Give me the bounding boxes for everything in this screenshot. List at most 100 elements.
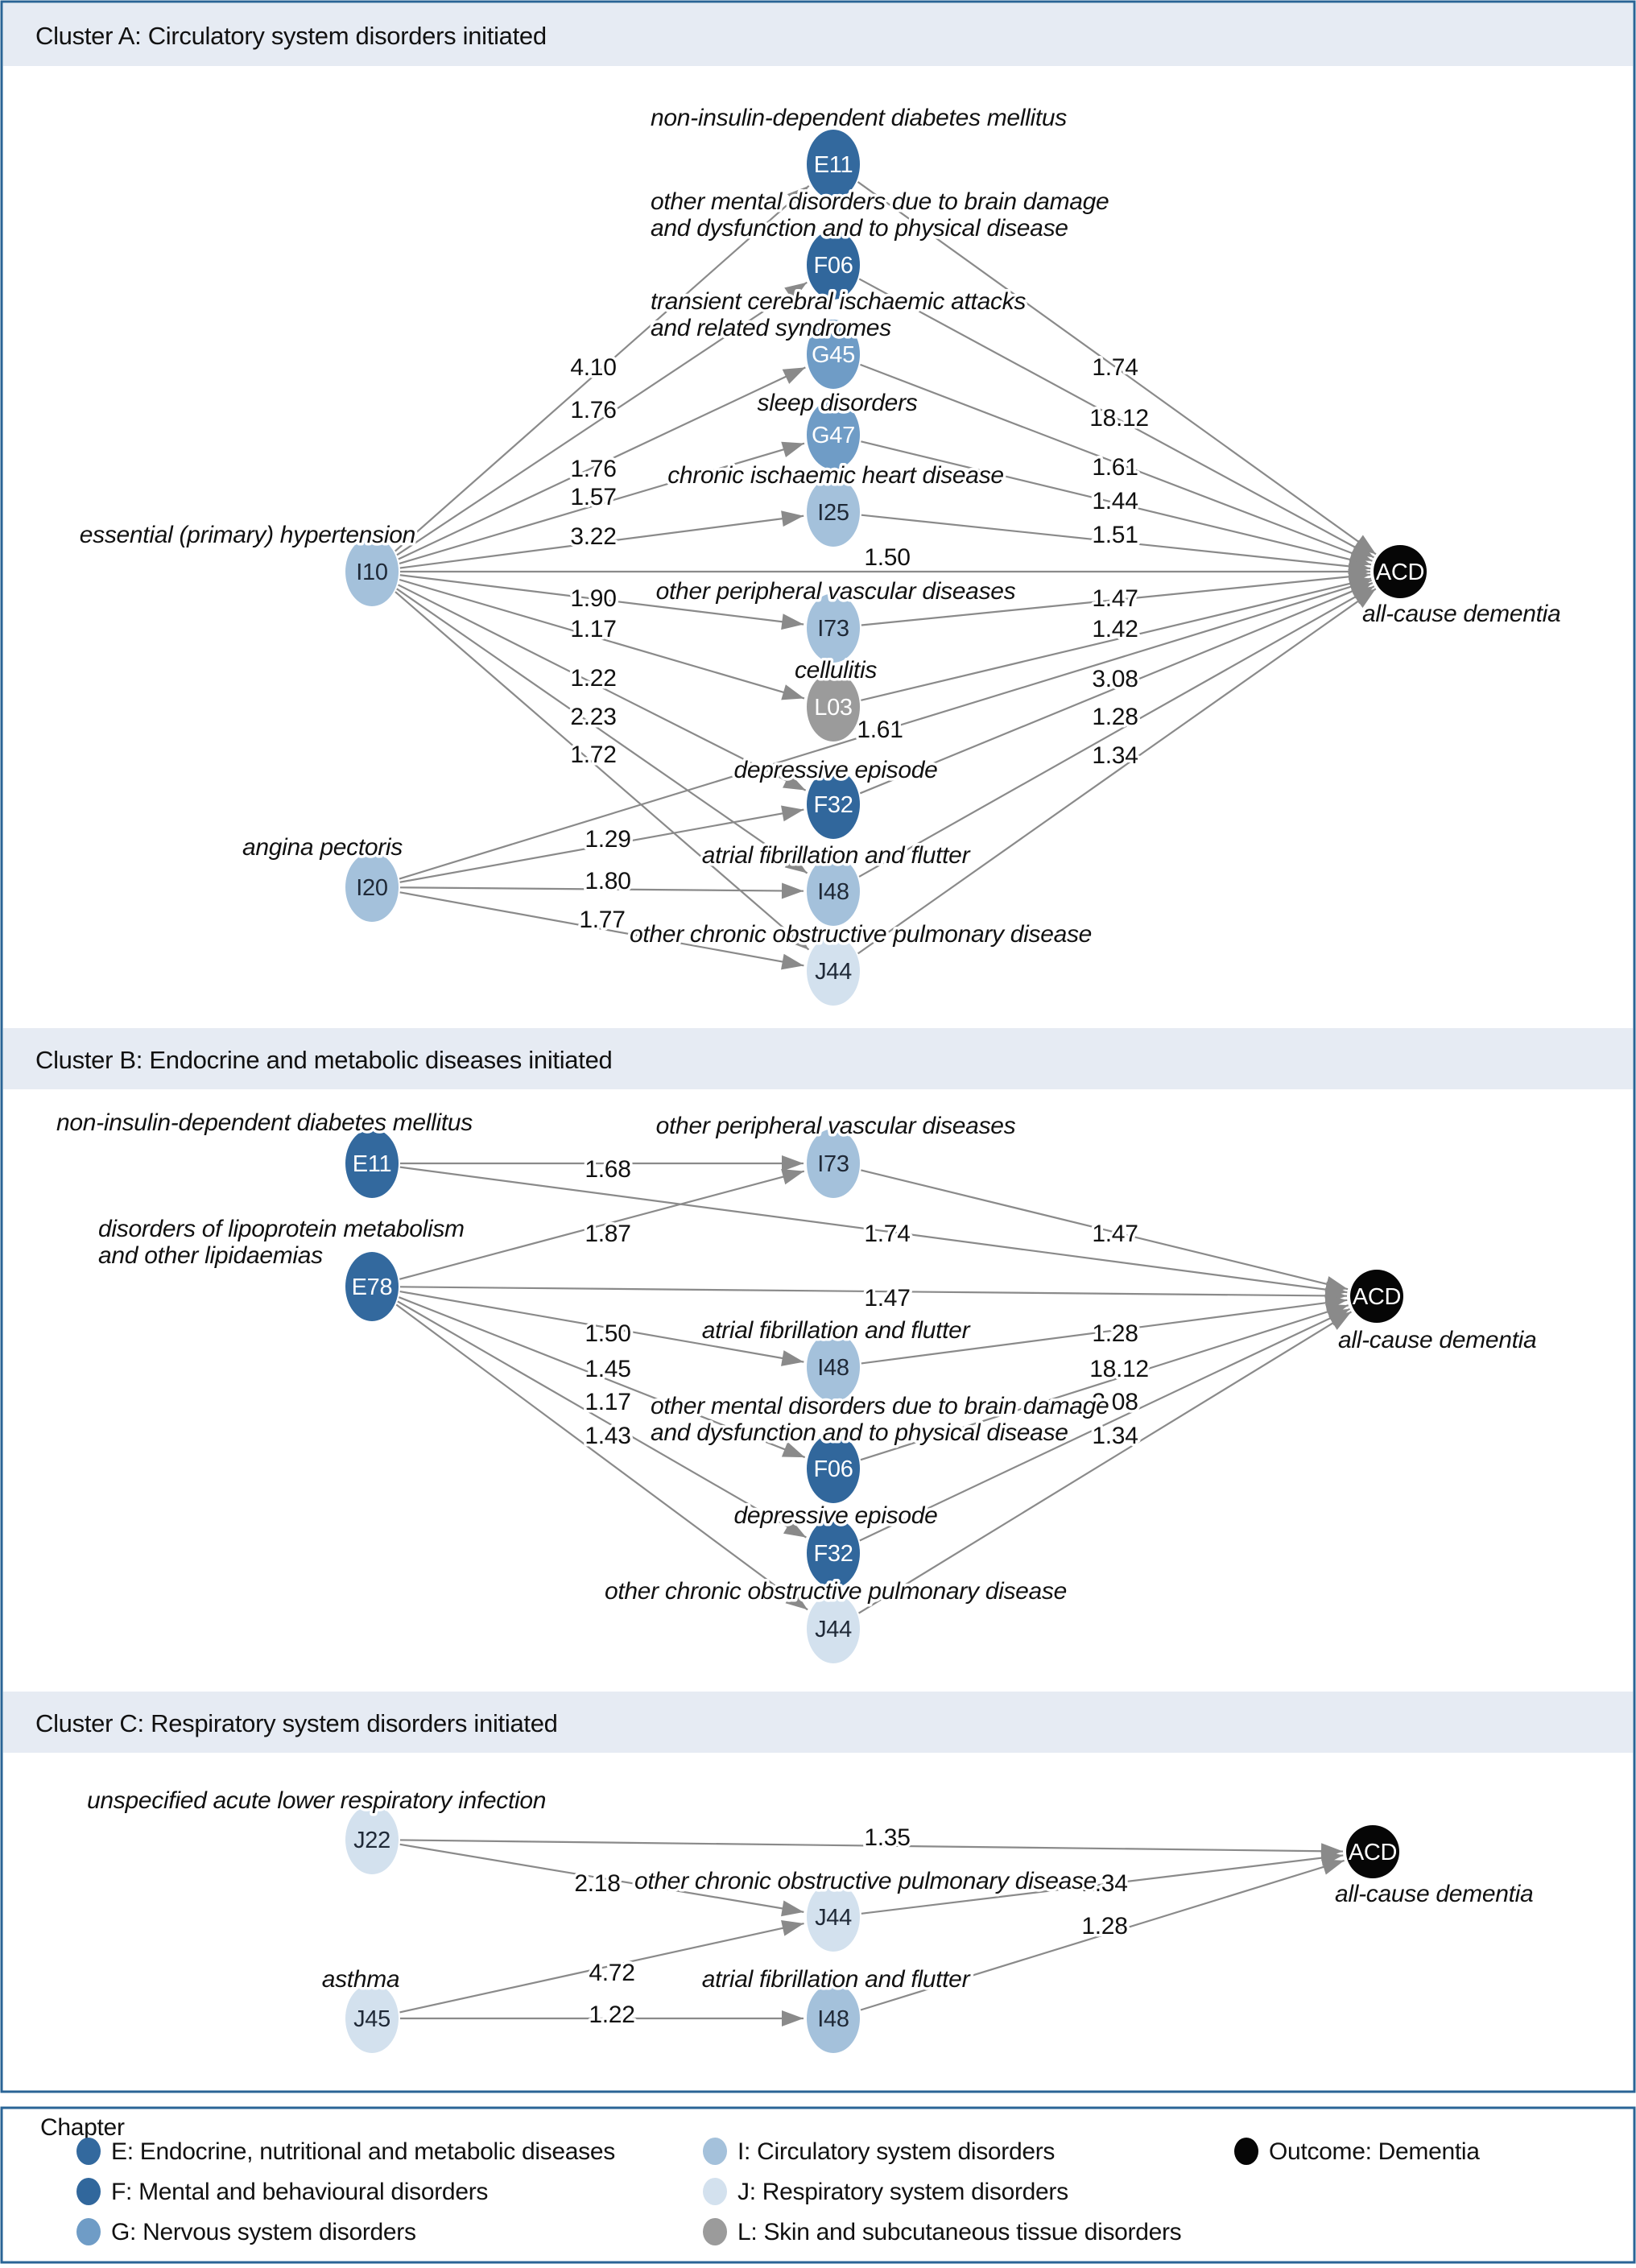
edge-value-B-E11-ACD: 1.74 <box>864 1221 910 1247</box>
node-code-C-ACD: ACD <box>1349 1840 1397 1865</box>
edge-value-B-E11-I73: 1.68 <box>585 1156 630 1183</box>
edge-B-E11-ACD <box>399 1166 1348 1298</box>
edge-A-I10-F32 <box>398 584 807 791</box>
node-label-A-F32: depressive episode <box>733 757 937 783</box>
edge-B-E78-I73 <box>399 1168 805 1280</box>
legend-dot-J-icon <box>703 2178 727 2205</box>
node-label-C-ACD: all-cause dementia <box>1335 1881 1533 1907</box>
node-label-B-ACD: all-cause dementia <box>1338 1327 1536 1353</box>
node-label-line: and dysfunction and to physical disease <box>651 1419 1068 1446</box>
edge-A-E11-ACD <box>857 181 1377 556</box>
edge-value-B-E78-J44: 1.43 <box>585 1423 630 1449</box>
node-code-B-J44: J44 <box>815 1617 852 1642</box>
edge-value-A-F32-ACD: 3.08 <box>1092 666 1138 692</box>
node-label-line: disorders of lipoprotein metabolism <box>98 1216 465 1242</box>
node-A-F06 <box>807 230 860 300</box>
legend-dot-L-icon <box>703 2218 727 2245</box>
edge-A-J44-ACD <box>857 588 1377 955</box>
node-label-line: other chronic obstructive pulmonary dise… <box>605 1578 1067 1605</box>
edge-A-I10-I25 <box>399 510 804 569</box>
cluster-A-title: Cluster A: Circulatory system disorders … <box>35 22 547 50</box>
legend-item-E: E: Endocrine, nutritional and metabolic … <box>111 2138 615 2165</box>
node-label-line: unspecified acute lower respiratory infe… <box>87 1787 546 1814</box>
edge-value-A-I20-J44: 1.77 <box>579 907 625 933</box>
edge-A-G45-ACD <box>860 363 1373 562</box>
edge-value-A-L03-ACD: 1.42 <box>1092 616 1138 642</box>
node-A-E11 <box>807 130 860 199</box>
edge-A-F06-ACD <box>858 278 1374 559</box>
edge-C-J22-J44 <box>399 1843 804 1917</box>
cluster-A-header-band <box>3 3 1633 66</box>
edge-B-I48-ACD <box>861 1295 1348 1365</box>
legend-dot-E-icon <box>76 2138 101 2165</box>
node-A-I20 <box>345 853 399 922</box>
legend-item-F: F: Mental and behavioural disorders <box>111 2179 488 2205</box>
edge-value-A-I10-I48: 2.23 <box>570 704 616 730</box>
node-label-A-I10: essential (primary) hypertension <box>80 522 415 548</box>
edge-A-I10-F06 <box>396 281 808 556</box>
node-B-I73 <box>807 1129 860 1198</box>
node-A-G47 <box>807 400 860 469</box>
cluster-B-header-band <box>3 1028 1633 1089</box>
node-C-ACD <box>1346 1825 1399 1878</box>
edge-value-C-I48-ACD: 1.28 <box>1081 1913 1127 1940</box>
edge-value-B-E78-ACD: 1.47 <box>864 1285 910 1312</box>
edge-value-B-E78-F32: 1.17 <box>585 1389 630 1415</box>
node-A-ACD <box>1374 545 1427 598</box>
node-code-A-F06: F06 <box>813 253 853 279</box>
legend-dot-outcome-icon <box>1234 2138 1258 2165</box>
node-A-I73 <box>807 593 860 663</box>
edge-B-E78-F06 <box>399 1296 806 1459</box>
node-label-line: other mental disorders due to brain dama… <box>651 188 1109 215</box>
node-code-A-ACD: ACD <box>1376 560 1424 585</box>
edge-B-F06-ACD <box>860 1303 1349 1461</box>
node-code-B-F32: F32 <box>813 1541 853 1567</box>
cluster-C-header-band <box>3 1692 1633 1753</box>
edge-value-A-I10-F32: 1.22 <box>570 665 616 692</box>
node-label-line: all-cause dementia <box>1362 601 1560 627</box>
node-C-J44 <box>807 1882 860 1952</box>
node-label-line: depressive episode <box>733 757 937 783</box>
node-C-J45 <box>345 1984 399 2053</box>
node-code-A-J44: J44 <box>815 959 852 985</box>
edge-value-B-E78-I48: 1.50 <box>585 1320 630 1347</box>
node-B-F06 <box>807 1434 860 1503</box>
legend-dot-I-icon <box>703 2138 727 2165</box>
node-label-C-J45: asthma <box>322 1966 400 1993</box>
node-code-A-E11: E11 <box>814 152 853 178</box>
edge-value-A-I10-J44: 1.72 <box>570 742 616 768</box>
node-A-L03 <box>807 672 860 742</box>
node-label-line: atrial fibrillation and flutter <box>702 1966 971 1993</box>
edge-value-A-I10-ACD: 1.50 <box>864 544 910 571</box>
node-label-line: other chronic obstructive pulmonary dise… <box>630 921 1092 948</box>
node-label-B-J44: other chronic obstructive pulmonary dise… <box>605 1578 1067 1605</box>
legend-title: Chapter <box>40 2114 125 2141</box>
edge-A-I20-F32 <box>399 805 804 883</box>
node-B-E11 <box>345 1129 399 1198</box>
node-label-C-J44: other chronic obstructive pulmonary dise… <box>634 1868 1097 1894</box>
node-label-A-ACD: all-cause dementia <box>1362 601 1560 627</box>
cluster-C: Cluster C: Respiratory system disorders … <box>3 1692 1633 2053</box>
edge-value-A-E11-ACD: 1.74 <box>1092 354 1138 381</box>
node-label-line: atrial fibrillation and flutter <box>702 842 971 869</box>
edge-B-E78-ACD <box>399 1286 1348 1304</box>
edge-value-A-J44-ACD: 1.34 <box>1092 742 1138 769</box>
legend-panel <box>0 2106 1636 2264</box>
node-label-line: atrial fibrillation and flutter <box>702 1317 971 1344</box>
node-A-F32 <box>807 770 860 839</box>
legend-item-L: L: Skin and subcutaneous tissue disorder… <box>737 2219 1181 2245</box>
node-code-B-E78: E78 <box>352 1274 393 1300</box>
node-code-C-I48: I48 <box>817 2006 849 2032</box>
edge-B-E78-F32 <box>397 1300 807 1539</box>
node-label-line: other mental disorders due to brain dama… <box>651 1393 1109 1419</box>
node-B-F32 <box>807 1518 860 1588</box>
node-label-line: non-insulin-dependent diabetes mellitus <box>651 105 1067 131</box>
node-code-A-L03: L03 <box>814 695 853 721</box>
edge-value-A-I10-G47: 1.57 <box>570 484 616 510</box>
node-label-C-I48: atrial fibrillation and flutter <box>702 1966 971 1993</box>
edge-A-L03-ACD <box>861 576 1372 701</box>
edge-value-B-F06-ACD: 18.12 <box>1089 1356 1149 1382</box>
